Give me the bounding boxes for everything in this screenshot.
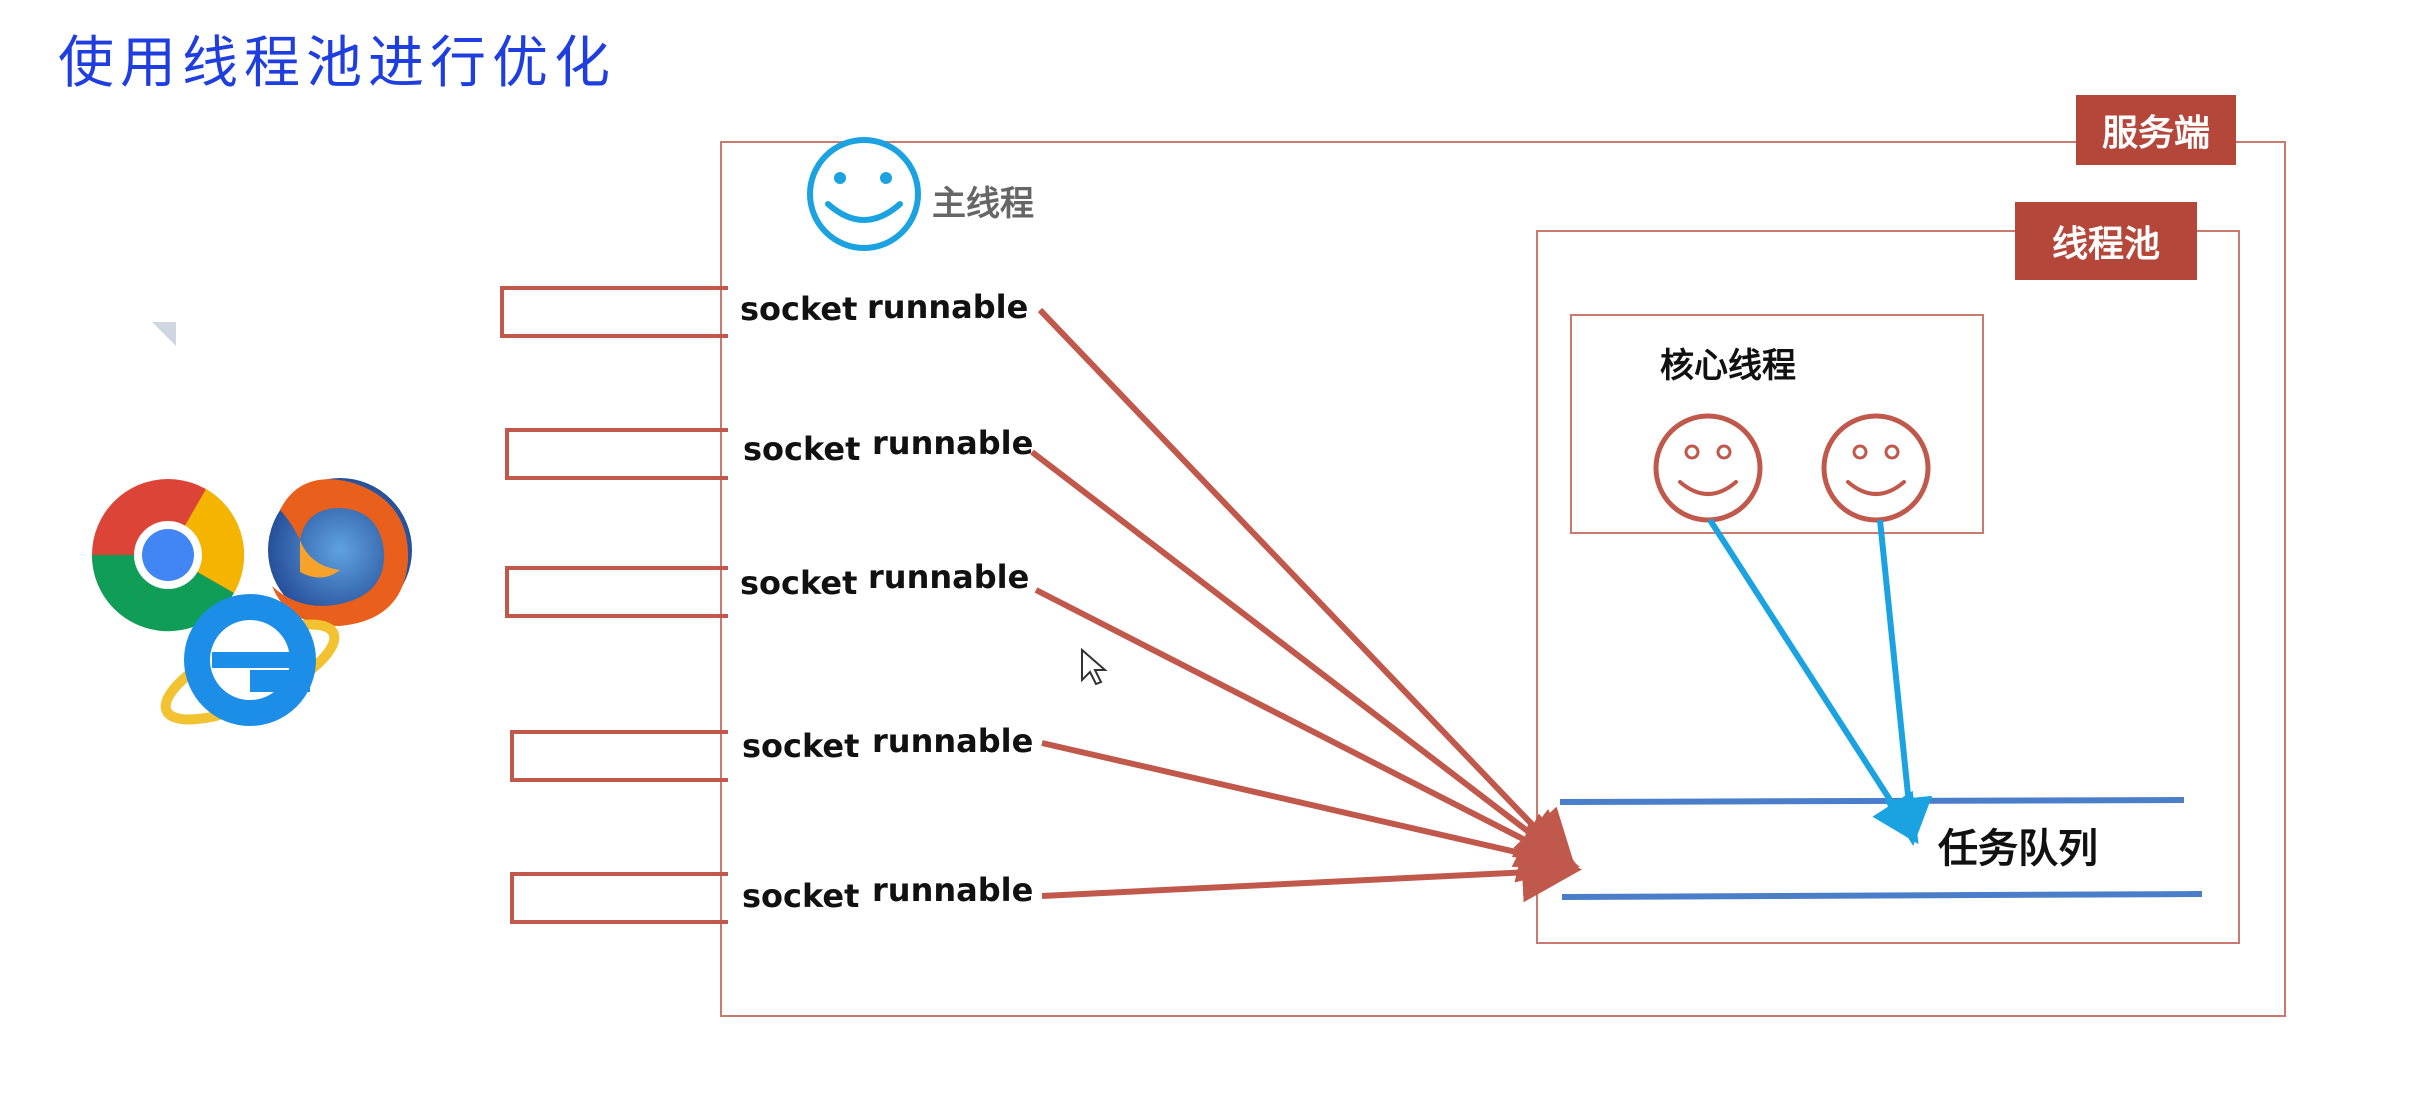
socket-bracket <box>500 286 728 338</box>
core-threads-box <box>1570 314 1984 534</box>
runnable-arrow <box>1037 307 1577 871</box>
decorative-triangle <box>152 322 176 346</box>
runnable-label: runnable <box>872 722 1034 760</box>
runnable-arrow <box>1041 740 1580 883</box>
cursor-icon <box>1081 647 1108 686</box>
socket-label: socket <box>740 564 858 602</box>
socket-bracket <box>505 428 728 480</box>
core-thread-arrow <box>1877 519 1933 846</box>
runnable-arrow <box>1041 842 1582 903</box>
socket-bracket <box>510 872 728 924</box>
runnable-arrow <box>1034 587 1579 868</box>
page-title: 使用线程池进行优化 <box>58 31 616 96</box>
task-queue-top-line <box>1559 797 2185 805</box>
socket-label: socket <box>742 877 860 915</box>
thread-pool-tag: 线程池 <box>2015 202 2197 280</box>
runnable-arrows <box>1030 307 1582 903</box>
task-queue-bottom-line <box>1561 891 2203 900</box>
runnable-label: runnable <box>867 288 1029 326</box>
thread-pool-box <box>1536 230 2240 944</box>
firefox-icon <box>268 478 412 626</box>
socket-bracket <box>510 730 728 782</box>
socket-label: socket <box>743 430 861 468</box>
core-thread-face-icon <box>1821 413 1931 523</box>
server-tag: 服务端 <box>2076 95 2236 165</box>
server-box <box>720 141 2286 1017</box>
runnable-label: runnable <box>868 558 1030 596</box>
chrome-icon <box>91 479 245 632</box>
task-queue-label: 任务队列 <box>1938 826 2098 872</box>
runnable-label: runnable <box>872 871 1034 909</box>
socket-bracket <box>505 566 728 618</box>
runnable-label: runnable <box>872 424 1034 462</box>
core-thread-face-icon <box>1653 413 1763 523</box>
main-thread-face-icon <box>807 137 921 251</box>
runnable-arrow <box>1030 449 1578 870</box>
core-thread-arrow <box>1707 518 1919 845</box>
core-thread-arrows <box>1707 518 1933 846</box>
socket-label: socket <box>740 290 858 328</box>
socket-label: socket <box>742 727 860 765</box>
main-thread-label: 主线程 <box>932 184 1034 224</box>
core-threads-label: 核心线程 <box>1660 346 1796 386</box>
ie-icon <box>160 594 340 726</box>
